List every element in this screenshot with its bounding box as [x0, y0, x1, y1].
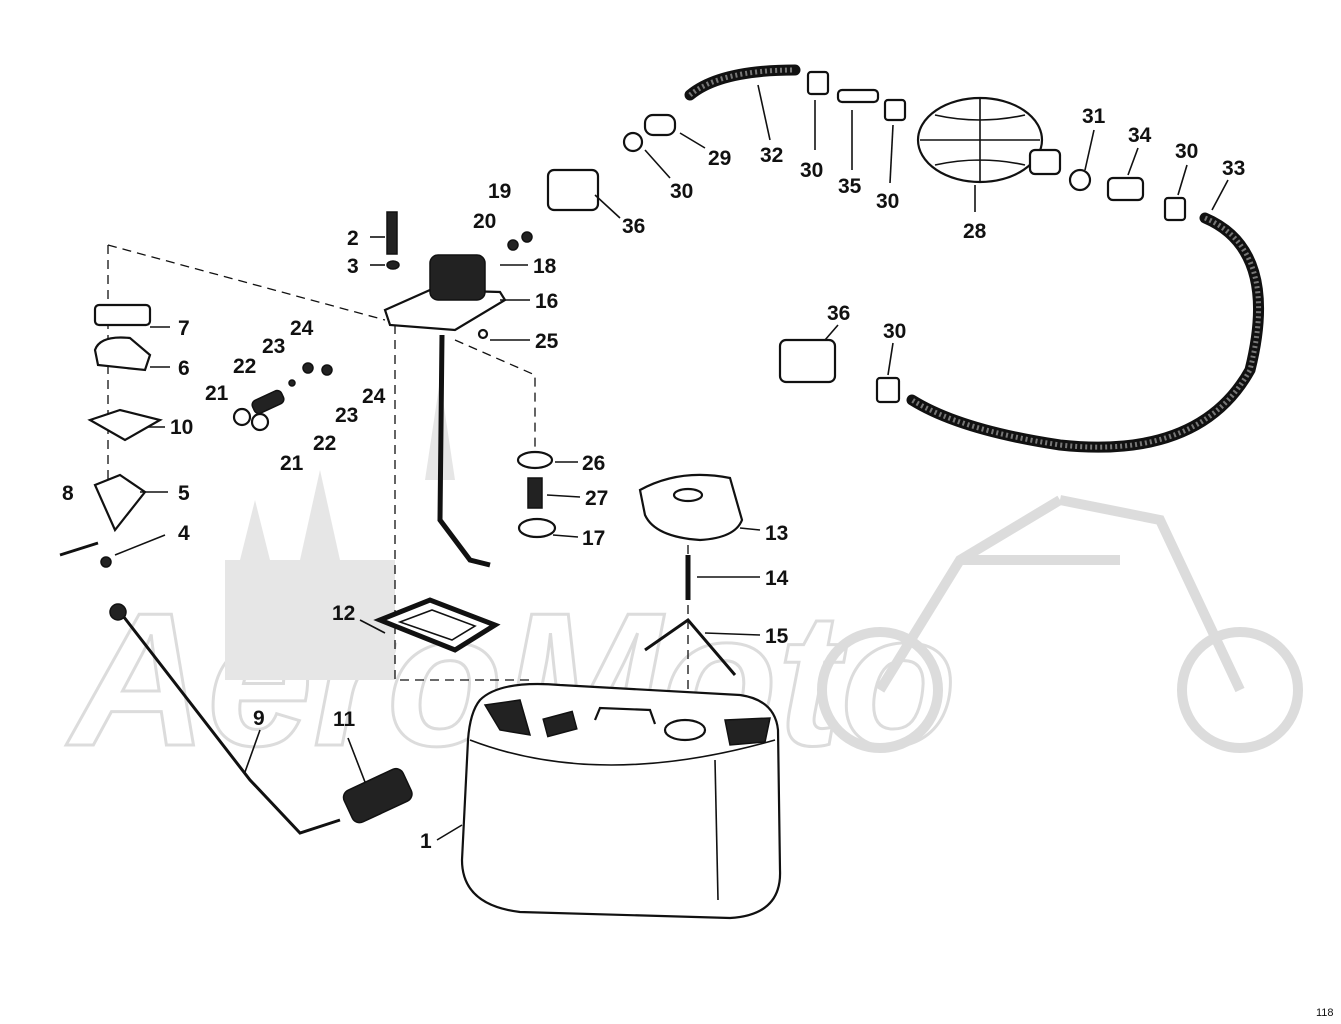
callout-numbers: 1 2 3 4 5 6 7 8 9 10 11 12 13 14 15 16 1… [62, 105, 1334, 1019]
callout-30d: 30 [1175, 140, 1198, 163]
callout-7: 7 [178, 317, 190, 340]
callout-6: 6 [178, 357, 190, 380]
filler-cap [638, 473, 744, 542]
callout-23b: 23 [335, 404, 358, 427]
callout-34: 34 [1128, 124, 1152, 147]
callout-4: 4 [178, 522, 190, 545]
small-parts [59, 211, 557, 568]
callout-1: 1 [420, 830, 432, 853]
fuel-filter [342, 767, 413, 824]
callout-14: 14 [765, 567, 789, 590]
callout-35: 35 [838, 175, 862, 198]
leader-lines [114, 84, 1229, 841]
callout-5: 5 [178, 482, 190, 505]
corner-reference: 118 [1316, 1007, 1334, 1019]
cap-chain [644, 555, 737, 676]
gasket [373, 597, 501, 653]
callout-17: 17 [582, 527, 605, 550]
callout-13: 13 [765, 522, 788, 545]
callout-30c: 30 [876, 190, 899, 213]
callout-29: 29 [708, 147, 731, 170]
fuel-tank [460, 682, 782, 920]
callout-24b: 24 [362, 385, 386, 408]
assembly-guide-lines [107, 244, 689, 720]
callout-28: 28 [963, 220, 987, 243]
callout-16: 16 [535, 290, 558, 313]
callout-33: 33 [1222, 157, 1245, 180]
callout-12: 12 [332, 602, 355, 625]
callout-3: 3 [347, 255, 359, 278]
tank-head-assembly [383, 254, 507, 568]
callout-30e: 30 [883, 320, 906, 343]
callout-26: 26 [582, 452, 605, 475]
fuel-hoses [684, 64, 1265, 453]
callout-2: 2 [347, 227, 359, 250]
fuel-pickup-tube [109, 603, 341, 835]
callout-20: 20 [473, 210, 496, 233]
callout-36b: 36 [827, 302, 850, 325]
callout-18: 18 [533, 255, 557, 278]
callout-22b: 22 [313, 432, 336, 455]
bracket [93, 473, 147, 533]
callout-21a: 21 [205, 382, 229, 405]
cover-gasket [93, 303, 152, 327]
callout-23a: 23 [262, 335, 285, 358]
callout-25: 25 [535, 330, 559, 353]
callout-8: 8 [62, 482, 74, 505]
callout-31: 31 [1082, 105, 1106, 128]
callout-24a: 24 [290, 317, 314, 340]
callout-30b: 30 [800, 159, 823, 182]
callout-32: 32 [760, 144, 783, 167]
callout-27: 27 [585, 487, 608, 510]
cover [93, 336, 152, 372]
washer [386, 260, 400, 270]
primer-bulb [916, 96, 1062, 184]
connector-2 [778, 338, 837, 384]
callout-21b: 21 [280, 452, 304, 475]
callout-30a: 30 [670, 180, 693, 203]
callout-36a: 36 [622, 215, 645, 238]
callout-15: 15 [765, 625, 789, 648]
screw [386, 211, 398, 255]
callout-9: 9 [253, 707, 265, 730]
watermark-motorcycle-icon [817, 495, 1303, 753]
callout-10: 10 [170, 416, 193, 439]
callout-19: 19 [488, 180, 511, 203]
connector [546, 168, 600, 212]
plate [87, 408, 163, 442]
hose-fittings [546, 70, 1187, 404]
callout-22a: 22 [233, 355, 256, 378]
callout-11: 11 [333, 708, 356, 731]
